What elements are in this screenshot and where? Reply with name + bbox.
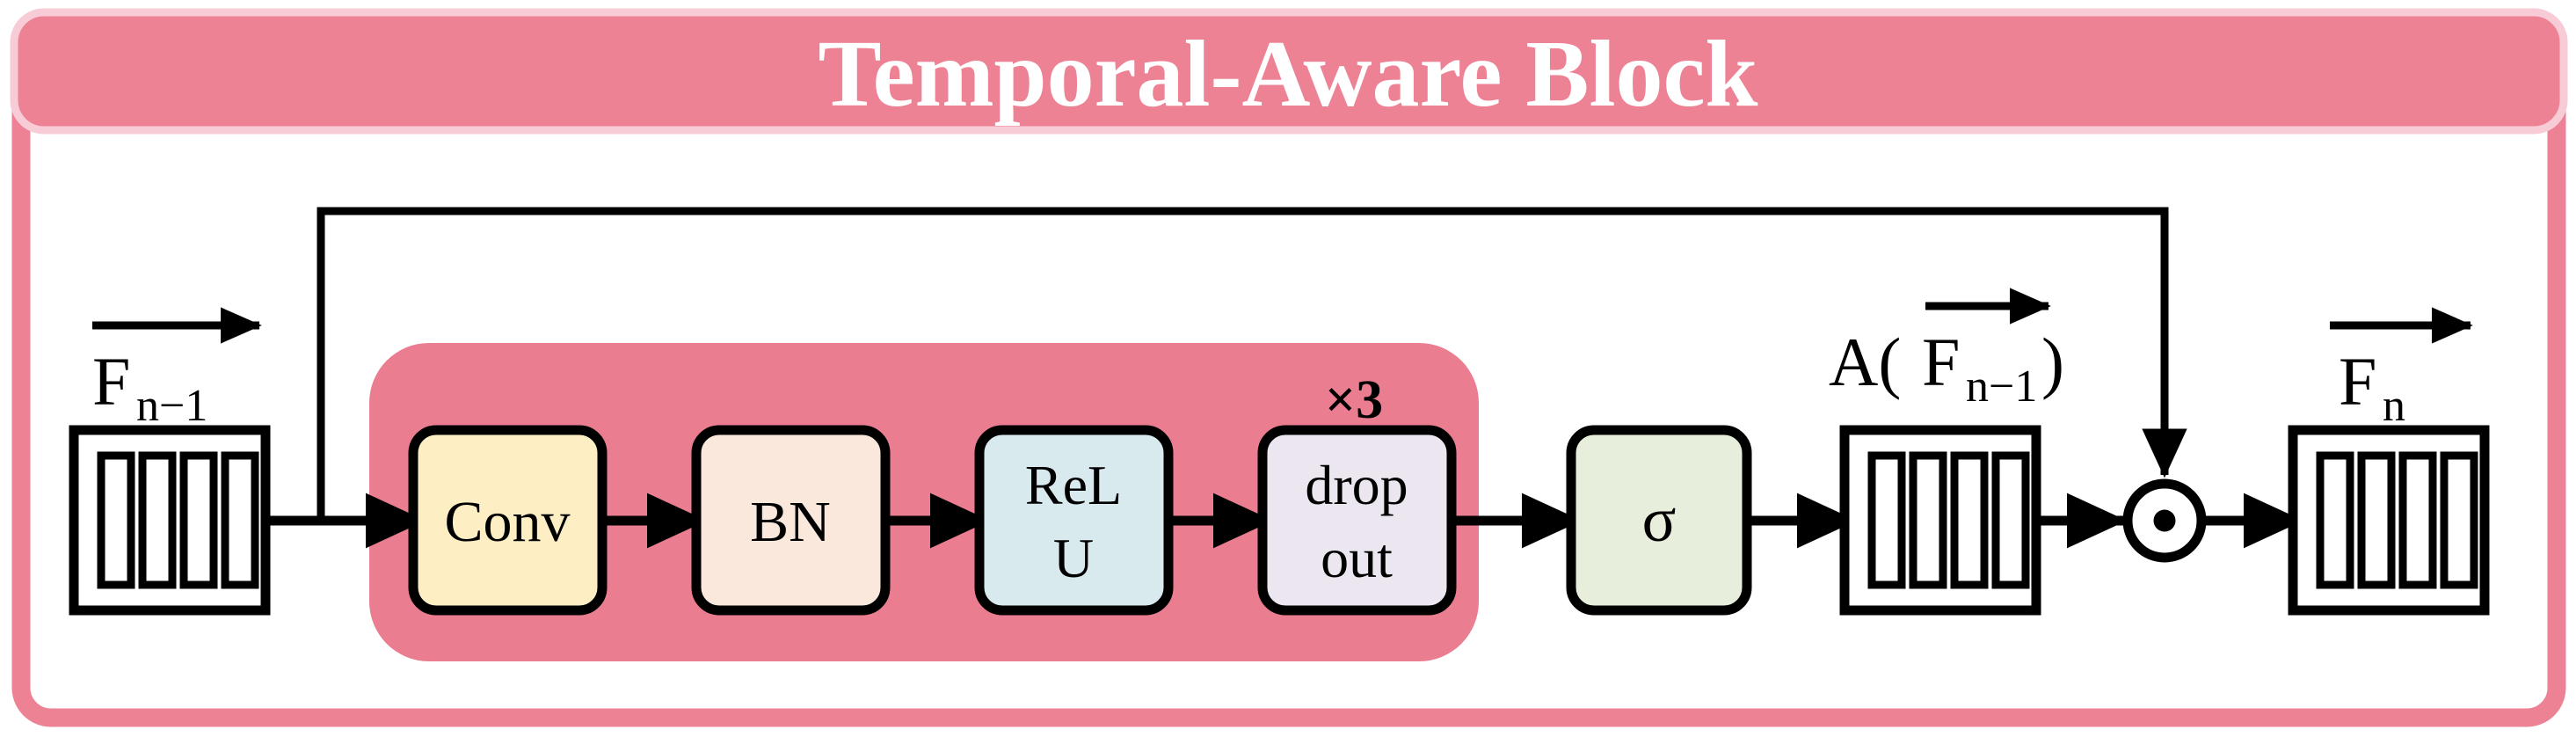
relu-block-label-line2: U <box>1053 527 1094 589</box>
output-feature-label: F n <box>2330 307 2473 431</box>
conv-bn-relu-dropout-group: ×3 <box>369 343 1479 661</box>
title-bar-background <box>10 8 2568 135</box>
dropout-block-label-line2: out <box>1321 527 1393 589</box>
repeat-count-label: ×3 <box>1325 370 1383 430</box>
attention-label-prefix: A( <box>1829 324 1901 400</box>
output-feature-map[interactable] <box>2288 425 2490 616</box>
skip-connection-path[interactable] <box>317 207 2187 521</box>
bn-block[interactable]: BN <box>691 425 891 616</box>
output-feature-subscript: n <box>2383 381 2405 431</box>
feature-bar <box>179 451 218 589</box>
feature-bar <box>97 451 135 589</box>
feature-bar <box>1867 451 1906 589</box>
dropout-block[interactable]: drop out <box>1257 425 1457 616</box>
feature-bar <box>2357 451 2396 589</box>
feature-bar <box>2398 451 2437 589</box>
page-title: Temporal-Aware Block <box>819 22 1758 127</box>
skip-connection-line[interactable] <box>317 207 2187 521</box>
feature-bar <box>2316 451 2354 589</box>
bn-block-label: BN <box>750 490 831 554</box>
input-feature-base: F <box>92 343 130 420</box>
attention-map[interactable] <box>1839 425 2041 616</box>
feature-bar <box>2440 451 2478 589</box>
feature-bar <box>1950 451 1989 589</box>
conv-block[interactable]: Conv <box>408 425 608 616</box>
feature-bar <box>1991 451 2030 589</box>
feature-bar <box>221 451 259 589</box>
conv-block-label: Conv <box>444 490 570 554</box>
multiply-dot-icon <box>2153 509 2176 532</box>
attention-label-subscript: n−1 <box>1966 361 2037 412</box>
dropout-block-label-line1: drop <box>1305 454 1408 516</box>
attention-label-base: F <box>1922 324 1960 400</box>
elementwise-multiply-operator[interactable] <box>2122 478 2207 563</box>
group-background <box>369 343 1479 661</box>
sigmoid-block[interactable]: σ <box>1566 425 1752 616</box>
attention-output-label: A( F n−1 ) <box>1829 288 2064 412</box>
title-bar: Temporal-Aware Block <box>10 8 2568 135</box>
attention-label-suffix: ) <box>2041 324 2064 400</box>
relu-block-label-line1: ReL <box>1025 454 1122 516</box>
feature-bar <box>1909 451 1947 589</box>
relu-block[interactable]: ReL U <box>974 425 1174 616</box>
output-feature-base: F <box>2339 343 2376 420</box>
input-feature-map[interactable] <box>69 425 271 616</box>
feature-bar <box>138 451 177 589</box>
input-feature-label: F n−1 <box>92 307 262 431</box>
input-feature-subscript: n−1 <box>136 381 207 431</box>
sigmoid-block-label: σ <box>1642 485 1677 555</box>
